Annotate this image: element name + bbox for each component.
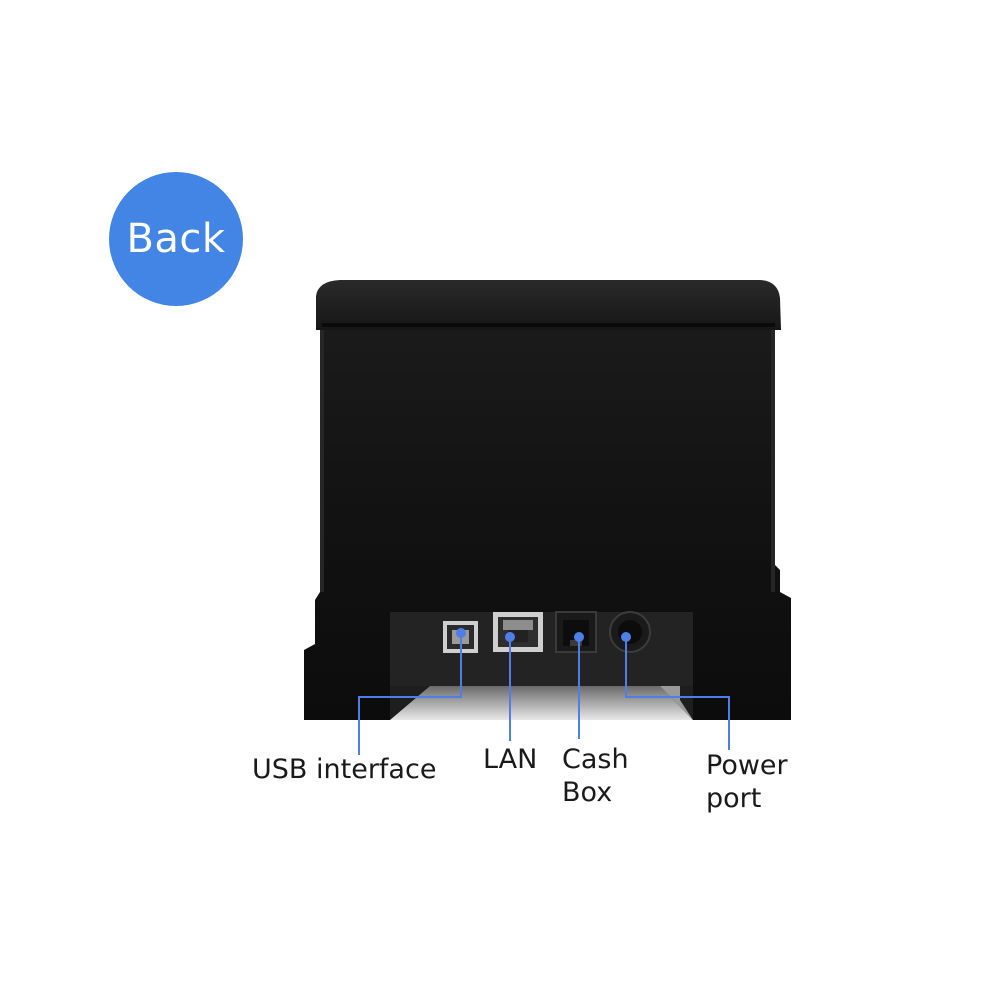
printer-body — [304, 280, 791, 720]
power-port-label: Power port — [706, 750, 788, 814]
cash-box-label: Cash Box — [562, 744, 629, 808]
callout-dots — [456, 628, 631, 642]
back-badge: Back — [109, 172, 243, 306]
rj11-port-icon — [555, 611, 597, 653]
usb-interface-label: USB interface — [252, 754, 437, 785]
rj45-port-icon — [493, 612, 543, 652]
lan-label: LAN — [483, 744, 538, 775]
power-port-icon — [609, 611, 651, 653]
callout-lines — [358, 633, 730, 755]
back-badge-text: Back — [126, 216, 226, 262]
